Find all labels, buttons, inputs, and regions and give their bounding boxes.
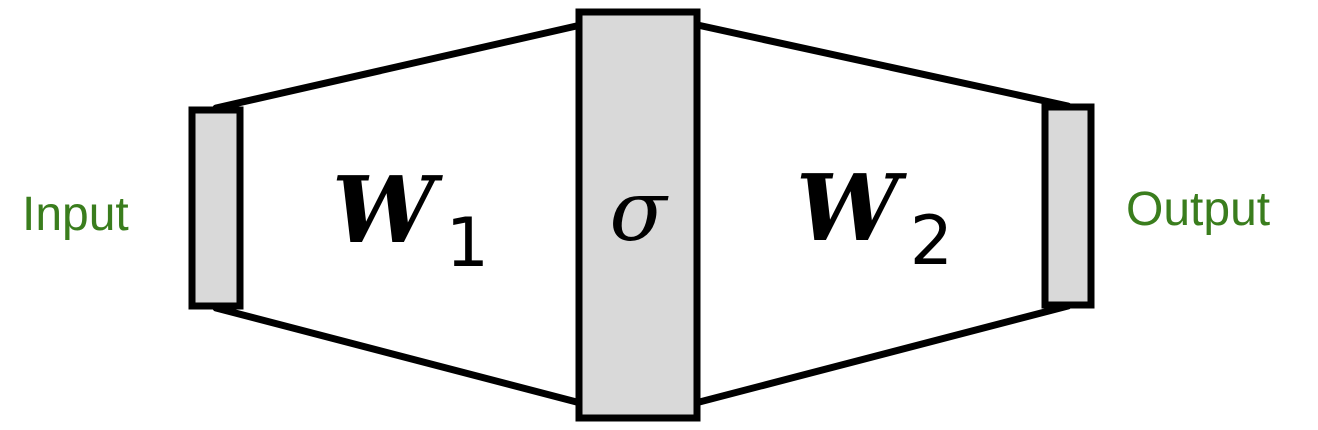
edge-input-to-hidden-bottom: [212, 304, 642, 422]
weight-1-label: W 1: [332, 156, 489, 283]
weight-2-symbol: W: [796, 154, 907, 262]
activation-sigma-label: σ: [609, 162, 669, 260]
edge-hidden-to-output-bottom: [634, 302, 1072, 422]
weight-2-label: W 2: [796, 154, 953, 281]
input-label: Input: [22, 188, 129, 241]
output-layer-box: [1041, 103, 1095, 309]
weight-1-subscript: 1: [446, 204, 489, 283]
hidden-layer-box: [575, 8, 701, 422]
input-layer-box: [188, 106, 244, 310]
weight-1-symbol: W: [332, 156, 443, 264]
weight-2-subscript: 2: [910, 202, 953, 281]
edge-hidden-to-output-top: [634, 8, 1072, 110]
edge-input-to-hidden-top: [212, 8, 642, 112]
output-label: Output: [1126, 183, 1270, 236]
